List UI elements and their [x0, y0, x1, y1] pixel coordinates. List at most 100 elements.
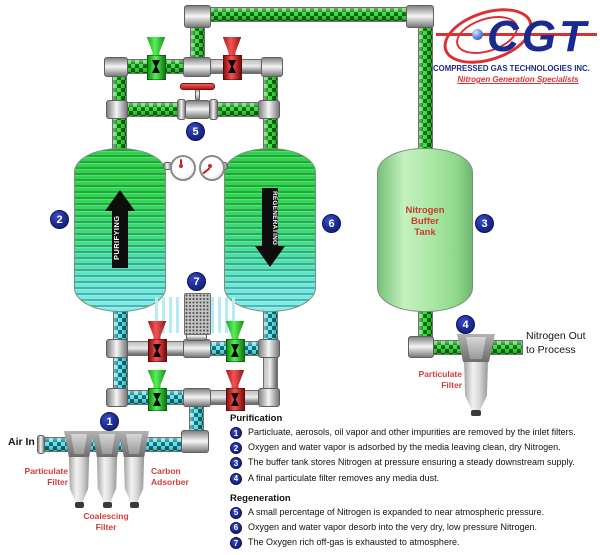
step-badge-4: 4 [456, 315, 475, 334]
up-arrow-icon [105, 190, 135, 211]
inlet-filter2-drain [103, 502, 112, 508]
logo-company-name: COMPRESSED GAS TECHNOLOGIES INC. [433, 64, 590, 73]
elbow-row1-right [261, 57, 283, 77]
valve-feed-left-open-icon [147, 370, 167, 388]
note-badge: 5 [230, 506, 242, 519]
outlet-filter-drain [471, 410, 481, 416]
globe-valve-flange-right [209, 99, 218, 120]
valve-feed-right-closed-icon [225, 370, 245, 388]
air-inlet-coupling [37, 435, 45, 454]
step-badge-7: 7 [187, 272, 206, 291]
elbow-tank-outlet [408, 336, 434, 358]
pipe-manifold-riser [190, 26, 205, 59]
inlet-filter3-bowl [123, 457, 145, 502]
note-text: The Oxygen rich off-gas is exhausted to … [248, 537, 460, 548]
note-text: The buffer tank stores Nitrogen at press… [248, 457, 575, 468]
pipe-right-interconnect-closed [263, 356, 278, 390]
outlet-filter-head-panel [466, 337, 486, 359]
valve-seat-icon [231, 344, 239, 357]
pipe-top-nitrogen-to-tank [209, 7, 408, 22]
note-text: A small percentage of Nitrogen is expand… [248, 506, 545, 517]
purifying-label: PURIFYING [112, 215, 121, 261]
air-in-label: Air In [8, 436, 35, 448]
valve-seat-icon [153, 393, 161, 406]
valve-top-left-open-icon [146, 37, 166, 55]
valve-feed-left-body [148, 388, 167, 411]
outlet-particulate-filter-label: Particulate Filter [418, 369, 462, 390]
note-item: 6 Oxygen and water vapor desorb into the… [230, 521, 598, 534]
pipe-air-riser [189, 404, 204, 432]
note-item: 3 The buffer tank stores Nitrogen at pre… [230, 457, 598, 470]
note-text: Particluate, aerosols, oil vapor and oth… [248, 427, 576, 437]
note-text: Oxygen and water vapor desorb into the v… [248, 521, 537, 532]
elbow-row4-right [258, 388, 280, 407]
up-arrow-shaft [112, 210, 128, 268]
elbow-top-left [184, 5, 211, 28]
logo-globe-icon [472, 29, 483, 40]
note-text: A final particulate filter removes any m… [248, 472, 440, 483]
valve-exhaust-right-body [226, 339, 245, 362]
note-badge: 3 [230, 457, 242, 470]
inlet-filter1-drain [75, 502, 84, 508]
note-badge: 2 [230, 442, 242, 455]
exhaust-muffler-icon [184, 293, 211, 335]
valve-seat-icon [228, 60, 236, 73]
process-notes: Purification 1 Particluate, aerosols, oi… [230, 413, 598, 552]
pipe-row2-left [124, 102, 180, 117]
down-arrow-icon [255, 246, 285, 267]
valve-seat-icon [152, 60, 160, 73]
note-badge: 4 [230, 472, 242, 485]
step-badge-3: 3 [475, 214, 494, 233]
pipe-left-interconnect [113, 356, 128, 390]
regenerating-label: REGENERATING [271, 190, 278, 246]
step-badge-1: 1 [100, 412, 119, 431]
inlet-filter2-bowl [96, 457, 118, 502]
note-badge: 1 [230, 427, 242, 439]
tee-row3-left [106, 339, 128, 358]
left-gauge-hub [179, 164, 183, 168]
valve-exhaust-left-body [148, 339, 167, 362]
nitrogen-buffer-tank [377, 148, 473, 312]
inlet-filter2-head-panel [99, 434, 115, 454]
carbon-adsorber-label: Carbon Adsorber [151, 466, 189, 487]
note-badge: 6 [230, 521, 242, 534]
valve-feed-right-body [226, 388, 245, 411]
left-gauge-needle [180, 159, 182, 168]
logo-tagline: Nitrogen Generation Specialists [457, 75, 579, 84]
note-item: 4 A final particulate filter removes any… [230, 472, 598, 485]
note-text: Oxygen and water vapor is adsorbed by th… [248, 442, 561, 453]
inlet-filter1-head-panel [71, 434, 87, 454]
step-badge-5: 5 [186, 122, 205, 141]
buffer-tank-label: Nitrogen Buffer Tank [405, 205, 445, 238]
tee-row2-right [258, 100, 280, 119]
globe-valve-handwheel-icon [180, 83, 215, 90]
down-arrow-shaft [262, 188, 278, 246]
elbow-top-right [406, 5, 434, 28]
step-badge-6: 6 [322, 214, 341, 233]
purification-title: Purification [230, 413, 283, 424]
step-badge-2: 2 [50, 210, 69, 229]
globe-valve-body [185, 100, 210, 119]
tee-row4-center [183, 388, 211, 407]
note-item: 7 The Oxygen rich off-gas is exhausted t… [230, 537, 598, 550]
valve-top-right-body [223, 55, 242, 80]
pipe-buffer-tank-inlet [418, 26, 433, 160]
elbow-row4-left [106, 388, 128, 407]
pipe-left-tower-bottom [113, 305, 128, 344]
left-pressure-gauge-icon [170, 155, 196, 181]
coalescing-filter-label: Coalescing Filter [83, 511, 129, 532]
pipe-buffer-tank-outlet [418, 305, 433, 343]
elbow-row1-left [104, 57, 128, 77]
right-gauge-hub [208, 164, 212, 168]
valve-top-right-closed-icon [222, 37, 242, 55]
note-badge: 7 [230, 537, 242, 550]
logo-acronym: CGT [487, 12, 589, 61]
tee-row3-center [183, 339, 211, 358]
tee-row2-left [106, 100, 128, 119]
valve-seat-icon [231, 393, 239, 406]
note-item: 1 Particluate, aerosols, oil vapor and o… [230, 427, 598, 439]
regeneration-title: Regeneration [230, 492, 291, 504]
tee-row1-center [183, 57, 211, 77]
outlet-filter-bowl [464, 362, 488, 410]
